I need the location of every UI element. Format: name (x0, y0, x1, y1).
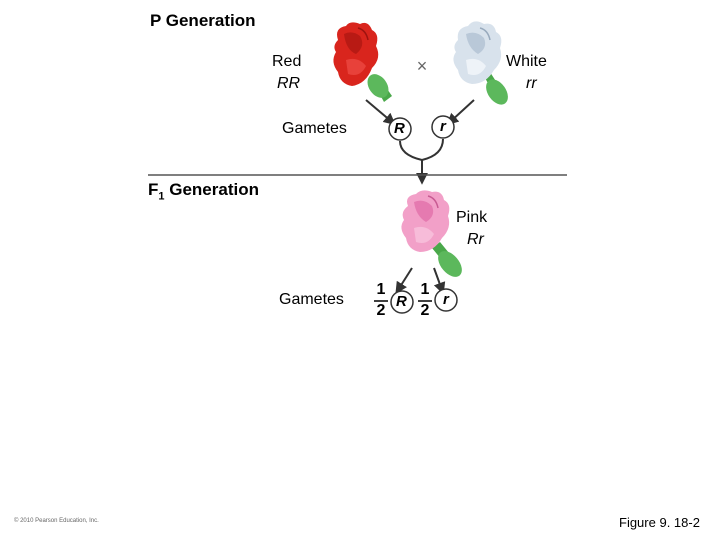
red-to-gamete-arrow (365, 99, 396, 126)
f1-title-letter: F (148, 180, 159, 199)
f1-gametes-label: Gametes (279, 291, 344, 308)
p-generation-title: P Generation (150, 11, 256, 30)
f1-title-rest: Generation (164, 180, 259, 199)
p-gametes-label: Gametes (282, 120, 347, 137)
f1-gamete-r: r (443, 291, 449, 308)
figure-label: Figure 9. 18-2 (619, 515, 700, 530)
red-phenotype-label: Red (272, 53, 302, 70)
p-gamete-R: R (394, 120, 405, 137)
white-flower-icon (453, 21, 508, 105)
f1-gamete-r-numerator: 1 (420, 281, 430, 298)
red-flower-icon (333, 22, 392, 102)
fertilization-join (399, 138, 444, 162)
f1-gamete-R-numerator: 1 (376, 281, 386, 298)
f1-gamete-R-denominator: 2 (376, 302, 386, 319)
f1-title-subscript: 1 (158, 190, 165, 203)
f1-gamete-R-circle (390, 290, 414, 314)
pink-phenotype-label: Pink (456, 209, 488, 226)
pink-genotype-label: Rr (467, 231, 484, 248)
gamete-r-circle (431, 115, 455, 139)
copyright-notice: © 2010 Pearson Education, Inc. (14, 518, 99, 524)
white-genotype-label: rr (526, 75, 537, 92)
p-gamete-r: r (440, 118, 446, 135)
cross-symbol: × (417, 56, 428, 76)
pink-to-r-arrow (433, 267, 446, 295)
f1-gamete-r-circle (434, 288, 458, 312)
f1-generation-title: F1 Generation (148, 180, 259, 202)
white-to-gamete-arrow (446, 99, 475, 126)
gamete-R-circle (388, 117, 412, 141)
pink-flower-icon (401, 190, 462, 277)
f1-gamete-R: R (396, 293, 407, 310)
pink-to-R-arrow (395, 267, 413, 295)
f1-gamete-r-denominator: 2 (420, 302, 430, 319)
white-phenotype-label: White (506, 53, 547, 70)
red-genotype-label: RR (277, 75, 301, 92)
